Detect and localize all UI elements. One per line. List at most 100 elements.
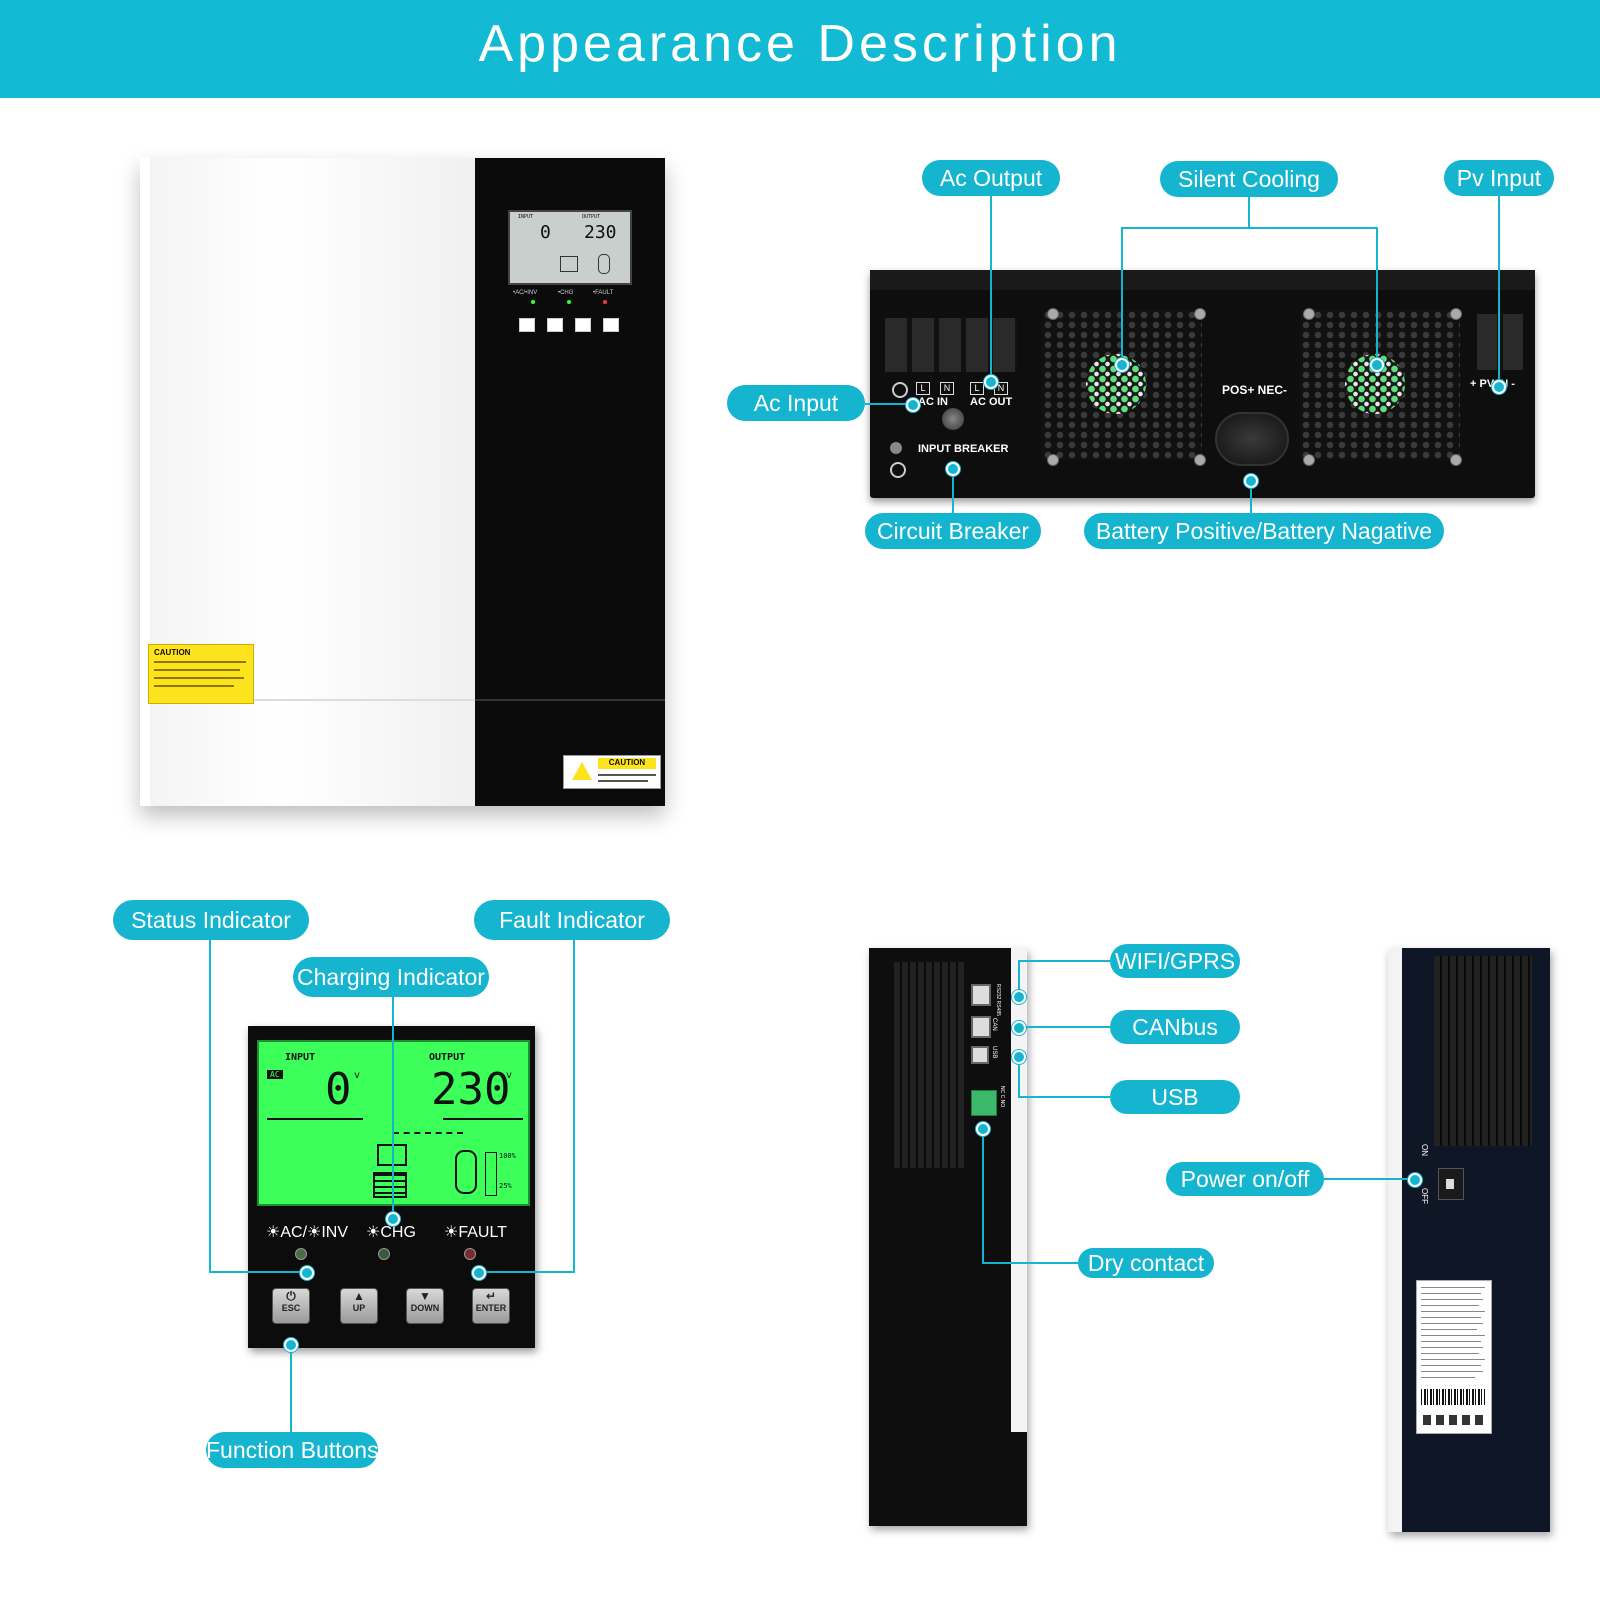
enter-arrow-icon: ↵ (485, 1289, 497, 1303)
lcd-output-underline (443, 1118, 523, 1120)
enter-button[interactable]: ↵ ENTER (472, 1288, 510, 1324)
esc-button[interactable]: ⏻ ESC (272, 1288, 310, 1324)
pos-neg-label: POS+ NEC- (1222, 383, 1288, 397)
line-ac-output (990, 196, 992, 380)
dot-cooling-left (1115, 358, 1129, 372)
battery-cable-port (1215, 412, 1289, 466)
lcd-input-unit: v (354, 1070, 361, 1081)
screw-3 (1047, 454, 1059, 466)
dot-dry-contact (976, 1122, 990, 1136)
front-indicator-fault: •FAULT (593, 290, 614, 296)
front-lcd: INPUT OUTPUT 0 230 (508, 210, 632, 285)
bottom-caution-sticker: CAUTION (563, 755, 661, 789)
ac-out-label: AC OUT (970, 396, 1013, 408)
callout-pv-input: Pv Input (1444, 160, 1554, 196)
callout-ac-output: Ac Output (922, 160, 1060, 196)
inverter-left-side-image: RS232 RS485 CAN USB NC C NO (869, 948, 1027, 1526)
up-button[interactable]: ▲ UP (340, 1288, 378, 1324)
rs-port-label: RS232 RS485 (995, 984, 1001, 1016)
dot-usb (1012, 1050, 1026, 1064)
front-lcd-battery-icon (560, 256, 578, 272)
line-usb-h (1018, 1096, 1110, 1098)
front-lcd-output-label: OUTPUT (582, 214, 601, 220)
esc-button-label: ESC (281, 1303, 301, 1313)
header-banner: Appearance Description (0, 0, 1600, 98)
screw-4 (1194, 454, 1206, 466)
screw-5 (1303, 308, 1315, 320)
panel-divider (475, 699, 665, 701)
front-up-button[interactable] (547, 318, 563, 332)
screw-8 (1450, 454, 1462, 466)
front-led-green-1 (531, 300, 535, 304)
dot-charging (386, 1212, 400, 1226)
barcode-icon (1421, 1389, 1485, 1405)
callout-battery: Battery Positive/Battery Nagative (1084, 513, 1444, 549)
ac-in-label: AC IN (918, 396, 948, 408)
lcd-pct-100: 100% (499, 1152, 516, 1160)
line-cooling-h (1121, 227, 1377, 229)
callout-fault-indicator: Fault Indicator (474, 900, 670, 940)
dot-power (1408, 1173, 1422, 1187)
dot-ac-output (984, 375, 998, 389)
dot-status (300, 1266, 314, 1280)
callout-circuit-breaker: Circuit Breaker (865, 513, 1041, 549)
terminal-l-label-2: L (970, 382, 984, 395)
lcd-flow-line (393, 1132, 463, 1134)
ground-icon (892, 382, 908, 398)
callout-usb: USB (1110, 1080, 1240, 1114)
dry-contact-terminal (971, 1090, 997, 1116)
page-title: Appearance Description (478, 15, 1122, 73)
bottom-caution-label: CAUTION (598, 758, 656, 769)
line-wifi-v (1018, 960, 1020, 994)
caution-sticker-label: CAUTION (154, 648, 191, 657)
can-port-icon (971, 1016, 991, 1038)
callout-status-indicator: Status Indicator (113, 900, 309, 940)
down-button[interactable]: ▼ DOWN (406, 1288, 444, 1324)
lcd-load-bar (485, 1152, 497, 1196)
front-lcd-bulb-icon (598, 254, 610, 274)
power-switch[interactable] (1438, 1168, 1464, 1200)
inverter-bottom-image: L N L N AC IN AC OUT INPUT BREAKER POS+ … (870, 270, 1535, 498)
terminal-n-label-2: N (994, 382, 1008, 395)
up-button-label: UP (352, 1303, 366, 1313)
power-icon: ⏻ (286, 1289, 296, 1303)
callout-wifi-gprs: WIFI/GPRS (1110, 944, 1240, 978)
inverter-right-side-image: ON OFF (1388, 948, 1550, 1532)
line-ac-input (865, 403, 912, 405)
screw-2 (1194, 308, 1206, 320)
front-enter-button[interactable] (603, 318, 619, 332)
line-dry-contact-v (982, 1128, 984, 1262)
lcd-bulb-icon (455, 1150, 477, 1194)
rs-port-icon (971, 984, 991, 1006)
front-indicator-ac-inv: •AC/•INV (513, 290, 538, 296)
front-lcd-input-value: 0 (540, 222, 551, 243)
dot-wifi (1012, 990, 1026, 1004)
front-down-button[interactable] (575, 318, 591, 332)
line-fault-h (478, 1271, 575, 1273)
indicator-fault-label: ☀FAULT (444, 1224, 507, 1241)
callout-function-buttons: Function Buttons (206, 1432, 379, 1468)
down-arrow-icon: ▼ (419, 1289, 431, 1303)
line-canbus (1018, 1026, 1110, 1028)
ground-screw-icon (890, 442, 902, 454)
terminal-l-label-1: L (916, 382, 930, 395)
line-status-v (209, 940, 211, 1272)
input-breaker-label: INPUT BREAKER (918, 443, 1009, 455)
line-cooling-right (1376, 227, 1378, 364)
line-usb-v (1018, 1054, 1020, 1098)
indicator-ac-inv-label: ☀AC/☀INV (266, 1224, 349, 1241)
side-vent-grille-right (1434, 956, 1532, 1146)
side-vent-grille (894, 962, 964, 1168)
terminal-block (885, 318, 1017, 372)
terminal-n-label-1: N (940, 382, 954, 395)
line-dry-contact-h (982, 1262, 1078, 1264)
edge-strip (1388, 948, 1402, 1532)
line-battery (1250, 480, 1252, 513)
inverter-front-image: CAUTION INPUT OUTPUT 0 230 •AC/•INV •CHG… (140, 158, 665, 806)
front-esc-button[interactable] (519, 318, 535, 332)
callout-canbus: CANbus (1110, 1010, 1240, 1044)
lcd-output-value: 230 (431, 1064, 511, 1115)
led-fault (464, 1248, 476, 1260)
input-breaker-knob[interactable] (942, 408, 964, 430)
front-indicator-chg: •CHG (558, 290, 574, 296)
